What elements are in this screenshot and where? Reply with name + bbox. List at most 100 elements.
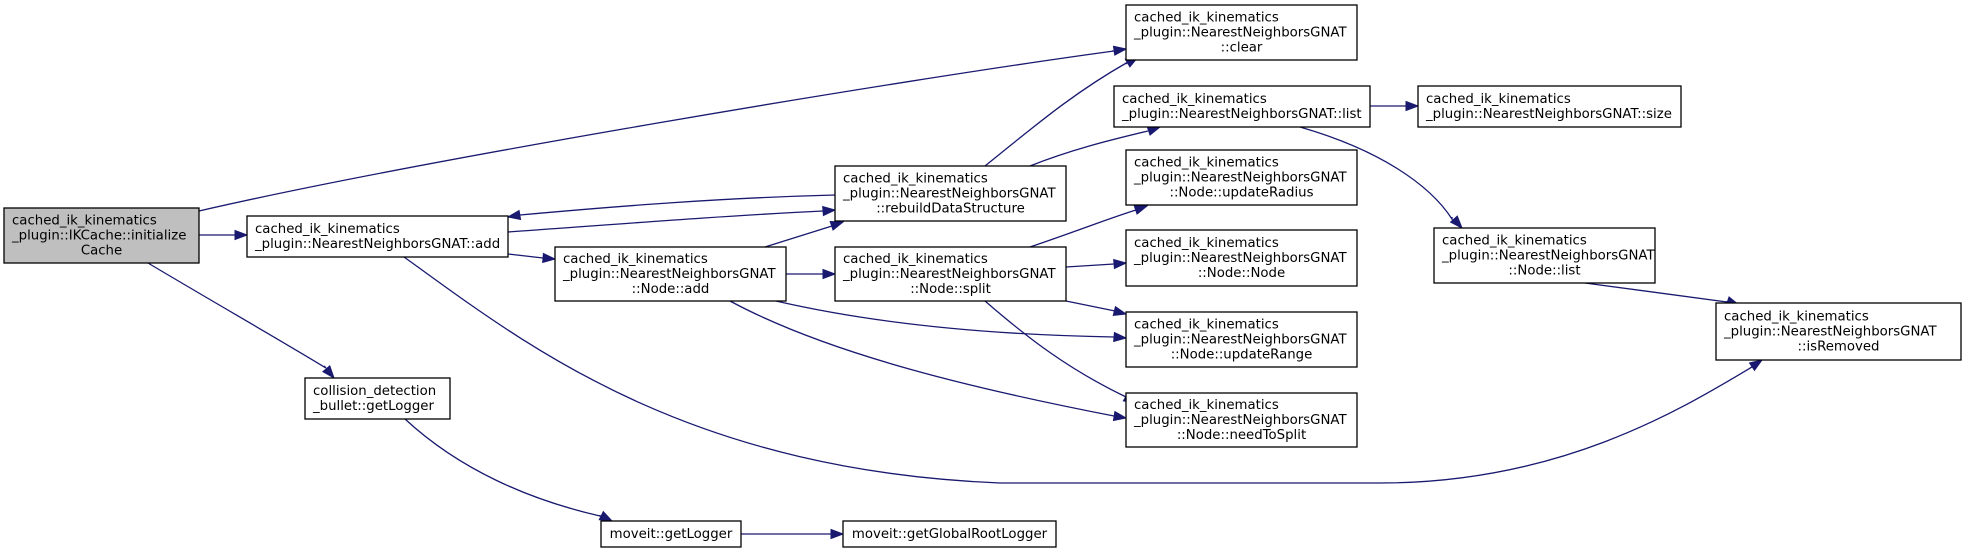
node-label-line: ::Node::needToSplit (1177, 428, 1306, 443)
node-label-line: ::Node::add (632, 282, 710, 297)
node-label-line: cached_ik_kinematics (563, 252, 708, 267)
node-getGlobalRootLogger[interactable]: moveit::getGlobalRootLogger (842, 520, 1057, 548)
node-box (554, 246, 787, 302)
edge-line (764, 225, 833, 248)
edge-node_add-to-node_split (786, 268, 837, 280)
node-label-line: cached_ik_kinematics (843, 252, 988, 267)
edge-line (198, 50, 1115, 212)
node-label-line: moveit::getGlobalRootLogger (852, 527, 1048, 542)
node-list[interactable]: cached_ik_kinematics_plugin::NearestNeig… (1113, 85, 1371, 128)
node-initializeCache[interactable]: cached_ik_kinematics_plugin::IKCache::in… (3, 207, 200, 264)
node-label-line: cached_ik_kinematics (1442, 234, 1587, 249)
arrowhead-icon (321, 365, 335, 380)
arrowhead-icon (1112, 305, 1128, 317)
node-label-line: _plugin::IKCache::initialize (11, 229, 186, 244)
node-label-line: cached_ik_kinematics (1724, 310, 1869, 325)
node-label-line: ::isRemoved (1798, 340, 1880, 355)
node-node_list[interactable]: cached_ik_kinematics_plugin::NearestNeig… (1433, 227, 1656, 284)
node-label-line: cached_ik_kinematics (1134, 318, 1279, 333)
edge-line (984, 300, 1127, 398)
edge-initializeCache-to-clear (198, 45, 1128, 212)
arrowhead-icon (1112, 410, 1128, 422)
node-box (1125, 311, 1358, 368)
arrowhead-icon (1113, 331, 1128, 343)
node-updateRange[interactable]: cached_ik_kinematics_plugin::NearestNeig… (1125, 311, 1358, 368)
node-label-line: cached_ik_kinematics (843, 172, 988, 187)
node-box (1715, 302, 1962, 361)
node-box (842, 520, 1057, 548)
arrowhead-icon (822, 268, 837, 280)
node-node_node[interactable]: cached_ik_kinematics_plugin::NearestNeig… (1125, 229, 1358, 287)
node-box (1125, 4, 1358, 61)
edge-node_list-to-isRemoved (1584, 282, 1741, 307)
edge-line (507, 210, 824, 233)
arrowhead-icon (542, 252, 557, 264)
node-label-line: collision_detection (313, 384, 436, 399)
arrowhead-icon (1146, 125, 1162, 136)
node-gnat_add[interactable]: cached_ik_kinematics_plugin::NearestNeig… (246, 215, 509, 258)
edge-line (1065, 300, 1116, 312)
edge-line (729, 300, 1115, 417)
edge-collision_getLogger-to-moveit_getLogger (404, 418, 614, 522)
edge-line (1029, 130, 1149, 167)
node-updateRadius[interactable]: cached_ik_kinematics_plugin::NearestNeig… (1125, 149, 1358, 206)
arrowhead-icon (598, 510, 614, 522)
node-box (600, 520, 742, 548)
node-label-line: ::Node::updateRange (1171, 348, 1313, 363)
node-rebuildDataStructure[interactable]: cached_ik_kinematics_plugin::NearestNeig… (834, 165, 1067, 222)
edge-line (519, 194, 836, 216)
node-box (834, 246, 1067, 302)
edge-rebuildDataStructure-to-list (1029, 125, 1162, 167)
node-box (304, 377, 451, 420)
edge-initializeCache-to-collision_getLogger (147, 262, 335, 380)
edge-node_split-to-node_node (1065, 258, 1128, 270)
node-clear[interactable]: cached_ik_kinematics_plugin::NearestNeig… (1125, 4, 1358, 61)
node-label-line: _plugin::NearestNeighborsGNAT (562, 267, 776, 282)
edge-node_add-to-rebuildDataStructure (764, 220, 845, 248)
node-node_add[interactable]: cached_ik_kinematics_plugin::NearestNeig… (554, 246, 787, 302)
node-box (246, 215, 509, 258)
node-collision_getLogger[interactable]: collision_detection_bullet::getLogger (304, 377, 451, 420)
node-box (3, 207, 200, 264)
arrowhead-icon (1748, 359, 1764, 372)
arrowhead-icon (506, 209, 522, 221)
edge-node_split-to-updateRadius (1029, 204, 1149, 248)
node-isRemoved[interactable]: cached_ik_kinematics_plugin::NearestNeig… (1715, 302, 1962, 361)
edge-list-to-node_list (1299, 126, 1463, 230)
edge-line (1065, 263, 1115, 268)
node-moveit_getLogger[interactable]: moveit::getLogger (600, 520, 742, 548)
node-label-line: _plugin::NearestNeighborsGNAT (1133, 171, 1347, 186)
node-box (1417, 85, 1682, 128)
node-label-line: Cache (81, 244, 122, 259)
edge-line (984, 61, 1129, 167)
node-label-line: cached_ik_kinematics (1134, 11, 1279, 26)
node-label-line: _plugin::NearestNeighborsGNAT (1133, 251, 1347, 266)
edge-gnat_add-to-rebuildDataStructure (507, 205, 837, 233)
node-label-line: moveit::getLogger (610, 527, 733, 542)
node-label-line: ::rebuildDataStructure (876, 202, 1025, 217)
edge-node_split-to-updateRange (1065, 300, 1128, 317)
node-label-line: cached_ik_kinematics (1134, 398, 1279, 413)
edge-line (1029, 209, 1137, 248)
node-label-line: _plugin::NearestNeighborsGNAT (1133, 333, 1347, 348)
node-label-line: cached_ik_kinematics (1426, 92, 1571, 107)
node-label-line: _plugin::NearestNeighborsGNAT (1133, 413, 1347, 428)
edge-line (775, 300, 1115, 338)
node-size[interactable]: cached_ik_kinematics_plugin::NearestNeig… (1417, 85, 1682, 128)
edge-node_add-to-needToSplit (729, 300, 1128, 422)
edge-gnat_add-to-node_add (507, 252, 557, 264)
node-label-line: _plugin::NearestNeighborsGNAT (1133, 26, 1347, 41)
edge-line (1584, 282, 1728, 303)
node-box (1125, 392, 1358, 448)
node-label-line: ::clear (1221, 41, 1263, 56)
edge-line (1299, 126, 1453, 222)
arrowhead-icon (234, 229, 249, 241)
node-label-line: cached_ik_kinematics (1122, 92, 1267, 107)
node-needToSplit[interactable]: cached_ik_kinematics_plugin::NearestNeig… (1125, 392, 1358, 448)
node-label-line: _plugin::NearestNeighborsGNAT::add (254, 237, 500, 252)
node-label-line: _plugin::NearestNeighborsGNAT::list (1121, 107, 1362, 122)
node-label-line: cached_ik_kinematics (1134, 156, 1279, 171)
node-label-line: cached_ik_kinematics (12, 214, 157, 229)
node-label-line: cached_ik_kinematics (1134, 236, 1279, 251)
node-node_split[interactable]: cached_ik_kinematics_plugin::NearestNeig… (834, 246, 1067, 302)
